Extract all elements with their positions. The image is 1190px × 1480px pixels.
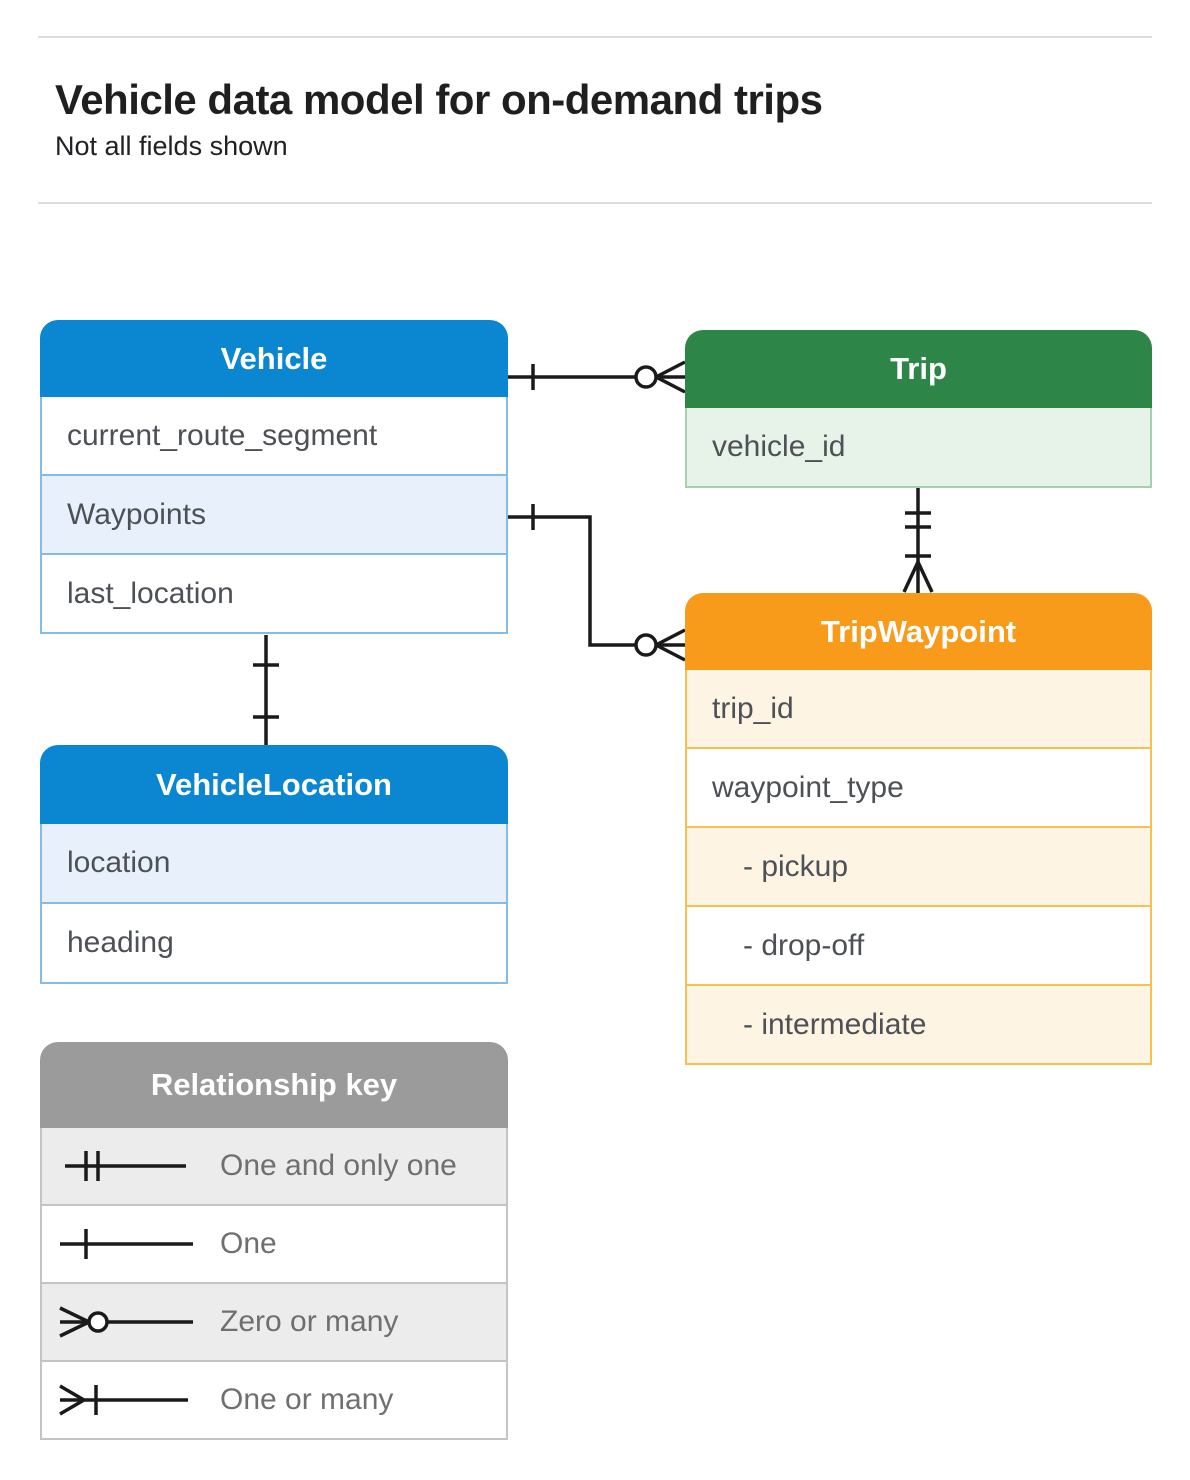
legend-row-one-and-only-one: One and only one — [40, 1128, 508, 1206]
page-subtitle: Not all fields shown — [55, 131, 288, 161]
one-icon — [60, 1229, 193, 1259]
zero-or-many-icon — [59, 1306, 193, 1338]
legend-row-zero-or-many: Zero or many — [40, 1284, 508, 1362]
connector-waypoints-tripwaypoint — [508, 504, 686, 662]
field-row-pickup: - pickup — [685, 828, 1152, 907]
entity-header-tripwaypoint: TripWaypoint — [685, 593, 1152, 670]
field-row-current-route-segment: current_route_segment — [40, 397, 508, 476]
field-row-trip-id: trip_id — [685, 670, 1152, 749]
relationship-key-table: Relationship key One and only one One — [40, 1042, 508, 1440]
field-row-last-location: last_location — [40, 555, 508, 634]
entity-table-tripwaypoint: TripWaypoint trip_id waypoint_type - pic… — [685, 593, 1152, 1065]
field-row-location: location — [40, 824, 508, 904]
entity-table-vehiclelocation: VehicleLocation location heading — [40, 745, 508, 984]
connector-trip-tripwaypoint — [902, 488, 934, 593]
field-row-vehicle-id: vehicle_id — [685, 408, 1152, 488]
legend-row-one: One — [40, 1206, 508, 1284]
legend-label: One or many — [220, 1383, 394, 1416]
field-row-waypoints: Waypoints — [40, 476, 508, 555]
entity-table-vehicle: Vehicle current_route_segment Waypoints … — [40, 320, 508, 634]
entity-header-vehiclelocation: VehicleLocation — [40, 745, 508, 824]
connector-vehicle-trip — [508, 360, 686, 394]
relationship-key-header: Relationship key — [40, 1042, 508, 1128]
legend-row-one-or-many: One or many — [40, 1362, 508, 1440]
one-or-many-icon — [59, 1384, 188, 1416]
field-row-intermediate: - intermediate — [685, 986, 1152, 1065]
entity-header-trip: Trip — [685, 330, 1152, 408]
subtitle-divider — [38, 202, 1152, 204]
entity-header-vehicle: Vehicle — [40, 320, 508, 397]
field-row-waypoint-type: waypoint_type — [685, 749, 1152, 828]
legend-label: One and only one — [220, 1149, 457, 1182]
field-row-heading: heading — [40, 904, 508, 984]
entity-table-trip: Trip vehicle_id — [685, 330, 1152, 488]
top-divider — [38, 36, 1152, 38]
connector-vehicle-vehiclelocation — [253, 635, 279, 745]
legend-label: Zero or many — [220, 1305, 399, 1338]
legend-label: One — [220, 1227, 277, 1260]
page-title: Vehicle data model for on-demand trips — [55, 76, 823, 123]
one-and-only-one-icon — [65, 1151, 186, 1181]
field-row-drop-off: - drop-off — [685, 907, 1152, 986]
